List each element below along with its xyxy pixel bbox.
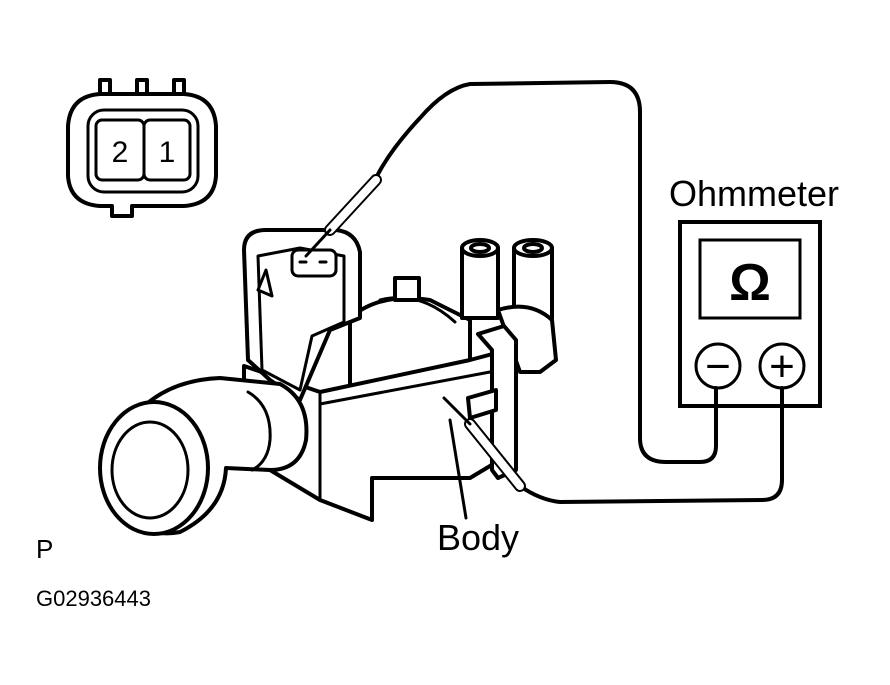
body-label: Body [437,517,519,558]
ohmmeter-illustration [678,220,822,408]
ohmmeter-display [698,238,802,320]
ohmmeter-title: Ohmmeter [669,173,839,214]
connector-pin-2-label: 2 [112,136,129,169]
test-lead-minus [374,80,718,464]
vsv-valve-illustration [98,228,558,536]
connector-pin-1-label: 1 [159,136,176,169]
test-leads [304,80,784,520]
minus-terminal-label: − [705,342,731,391]
vacuum-port-right [512,238,554,320]
vacuum-port-left [460,238,500,320]
plus-terminal-label: + [769,342,795,391]
connector-pinout-icon [66,78,218,218]
body-pointer-line [448,418,468,520]
corner-label: P [36,534,53,564]
figure-id: G02936443 [36,586,151,611]
ohm-symbol: Ω [729,254,771,312]
test-lead-plus [518,386,784,504]
